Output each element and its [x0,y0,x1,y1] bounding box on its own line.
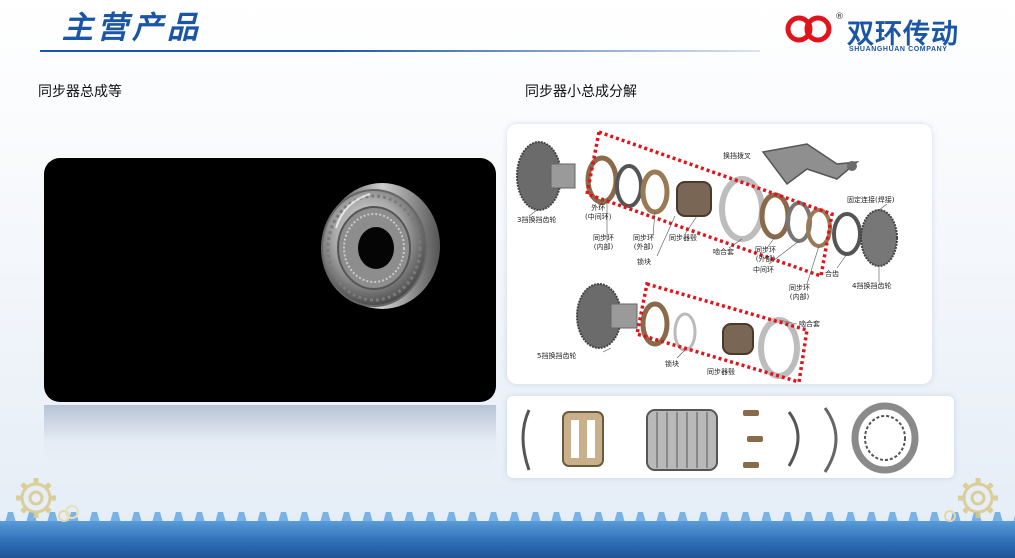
label-sleeve: 啮合套 [713,248,734,256]
left-caption: 同步器总成等 [38,84,122,100]
label-shift-fork: 换挡拨叉 [723,152,751,160]
right-caption: 同步器小总成分解 [525,84,637,100]
gear-right-icon [944,478,998,522]
page-title: 主营产品 [62,10,202,46]
logo-name-cn: 双环传动 [847,19,959,50]
synchronizer-exploded-drawing [516,129,898,384]
label-sync-outer-2: 同步环 (外部) [755,246,776,263]
label-hub: 同步器毂 [669,234,697,242]
label-gear-ring: 合齿 [825,270,839,278]
label-middle-ring: 中间环 [753,266,774,274]
label-hub-2: 同步器毂 [707,368,735,376]
synchronizer-video[interactable] [44,158,496,402]
label-fixed-joint: 固定连接(焊接) [847,196,895,204]
label-sync-ring-outer: 同步环 (外部) [633,234,654,251]
double-ring-logo-icon [785,15,832,43]
label-sleeve-2: 啮合套 [799,320,820,328]
label-sync-inner-2: 同步环 (内部) [789,284,810,301]
video-reflection [44,405,496,465]
small-gear-left-icon [65,505,79,519]
company-logo: ® 双环传动 SHUANGHUAN COMPANY [785,10,995,58]
synchronizer-parts-image [521,402,919,474]
logo-name-en: SHUANGHUAN COMPANY [849,46,948,53]
label-gear-3: 3挡换挡齿轮 [517,216,557,224]
label-gear-5: 5挡换挡齿轮 [537,352,577,360]
exploded-diagram-top: 换挡拨叉 3挡换挡齿轮 外环 (中间环) 同步环 (内部) 同步环 (外部) 锁… [507,124,932,384]
registered-mark: ® [835,12,844,22]
label-sync-ring-inner: 同步环 (内部) [593,234,614,251]
label-gear-4: 4挡换挡齿轮 [852,282,892,290]
gear-left-icon [16,478,70,522]
label-key-2: 锁块 [665,360,679,368]
label-key: 锁块 [637,258,651,266]
title-underline [40,50,760,52]
synchronizer-assembly-image [321,183,440,309]
label-outer-ring: 外环 (中间环) [585,204,612,221]
parts-photo-panel [507,396,954,478]
footer-band [0,521,1015,558]
